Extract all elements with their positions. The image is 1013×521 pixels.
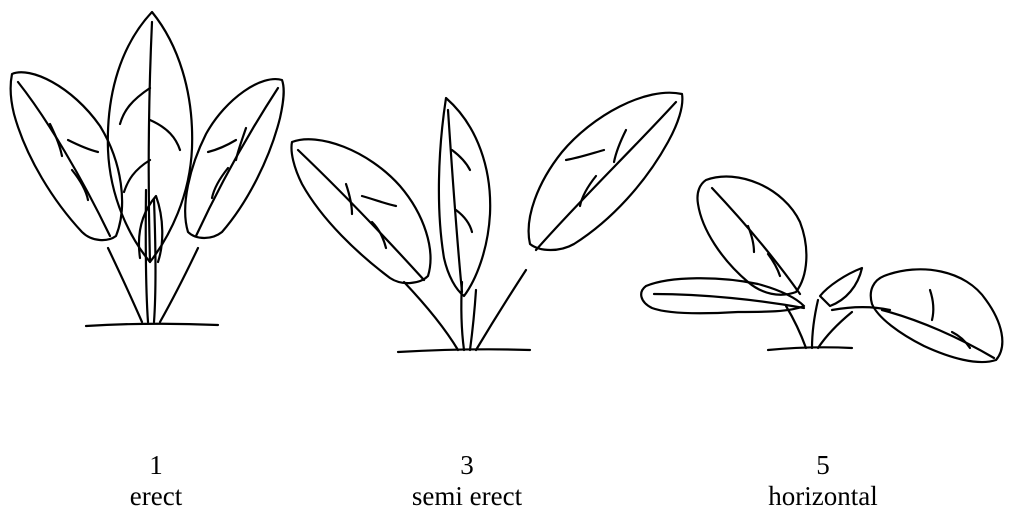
erect-stem xyxy=(108,248,142,322)
score-erect: 1 xyxy=(26,450,286,481)
plant-drawings xyxy=(0,0,1013,400)
semi-erect-center-leaf xyxy=(439,98,490,296)
horizontal-ground-line xyxy=(768,347,852,350)
caption-erect: 1 erect xyxy=(26,450,286,512)
erect-ground-line xyxy=(86,324,218,326)
erect-plant-illustration xyxy=(11,12,284,326)
semi-erect-plant-illustration xyxy=(291,93,682,352)
label-erect: erect xyxy=(26,481,286,512)
label-horizontal: horizontal xyxy=(693,481,953,512)
semi-erect-right-leaf xyxy=(529,93,683,250)
horizontal-right-leaf xyxy=(871,269,1003,362)
horizontal-plant-illustration xyxy=(641,176,1002,362)
caption-horizontal: 5 horizontal xyxy=(693,450,953,512)
score-semi-erect: 3 xyxy=(337,450,597,481)
label-semi-erect: semi erect xyxy=(337,481,597,512)
score-horizontal: 5 xyxy=(693,450,953,481)
caption-semi-erect: 3 semi erect xyxy=(337,450,597,512)
